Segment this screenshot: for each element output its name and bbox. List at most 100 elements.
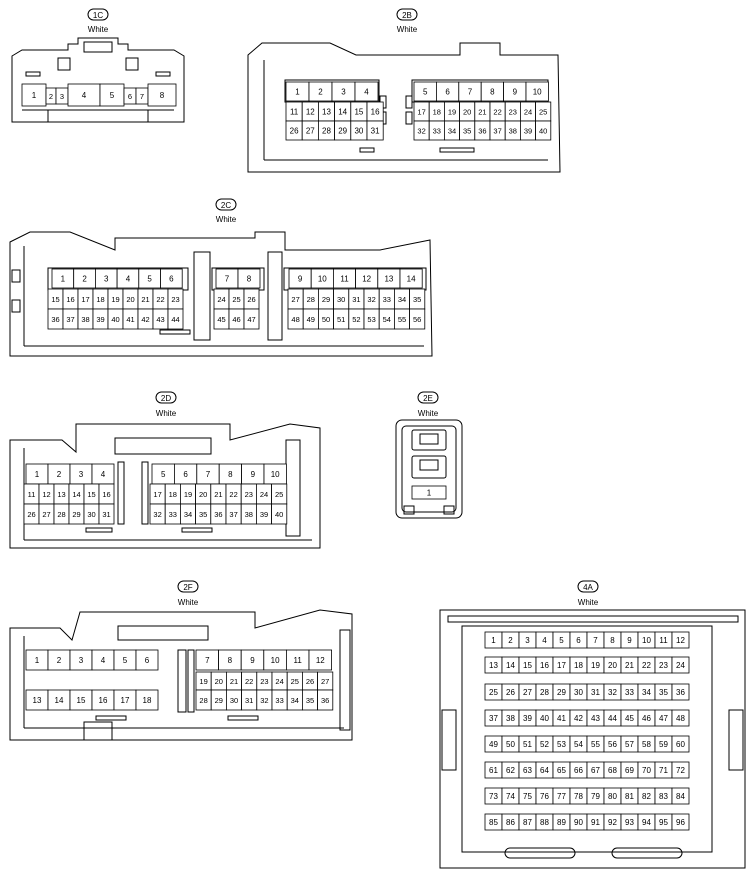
pin-number: 22 bbox=[245, 677, 253, 686]
pin-cavity-4: 4 bbox=[116, 268, 140, 289]
pin-number: 19 bbox=[448, 108, 456, 117]
pin-cavity-10: 10 bbox=[525, 81, 549, 102]
pin-number: 79 bbox=[591, 792, 600, 801]
pin-cavity-28: 28 bbox=[317, 120, 335, 141]
pin-cavity-24: 24 bbox=[213, 288, 230, 310]
pin-number: 21 bbox=[214, 490, 222, 499]
pin-cavity-32: 32 bbox=[256, 689, 273, 711]
pin-cavity-26: 26 bbox=[243, 288, 260, 310]
pin-number: 48 bbox=[291, 315, 299, 324]
pin-number: 32 bbox=[417, 127, 425, 136]
connector-color-label: White bbox=[156, 409, 177, 418]
pin-number: 44 bbox=[608, 714, 617, 723]
pin-cavity-24: 24 bbox=[520, 101, 537, 122]
pin-cavity-35: 35 bbox=[459, 120, 476, 141]
pin-cavity-7: 7 bbox=[215, 268, 239, 289]
pin-number: 29 bbox=[322, 295, 330, 304]
pin-cavity-6: 6 bbox=[569, 631, 588, 649]
pin-cavity-10: 10 bbox=[310, 268, 334, 289]
pin-number: 34 bbox=[398, 295, 406, 304]
pin-box bbox=[135, 649, 159, 671]
pin-number: 19 bbox=[591, 661, 600, 670]
pin-cavity-37: 37 bbox=[489, 120, 506, 141]
housing-detail bbox=[83, 721, 113, 741]
housing-detail bbox=[443, 505, 455, 515]
pin-cavity-1: 1 bbox=[411, 485, 447, 500]
pin-cavity-5: 5 bbox=[138, 268, 161, 289]
pin-number: 12 bbox=[362, 275, 371, 284]
pin-number: 67 bbox=[591, 766, 600, 775]
pin-number: 9 bbox=[250, 656, 255, 665]
pin-cavity-35: 35 bbox=[409, 288, 426, 310]
housing-detail bbox=[267, 251, 283, 341]
pin-cavity-79: 79 bbox=[586, 787, 605, 805]
pin-cavity-38: 38 bbox=[77, 308, 94, 330]
pin-number: 35 bbox=[306, 696, 314, 705]
pin-number: 27 bbox=[306, 127, 315, 136]
pin-number: 10 bbox=[271, 470, 280, 479]
pin-cavity-17: 17 bbox=[77, 288, 94, 310]
pin-cavity-40: 40 bbox=[535, 709, 554, 727]
pin-box bbox=[671, 787, 690, 805]
pin-number: 22 bbox=[156, 295, 164, 304]
pin-number: 4 bbox=[542, 636, 547, 645]
pin-cavity-73: 73 bbox=[484, 787, 503, 805]
pin-cavity-7: 7 bbox=[195, 649, 220, 671]
pin-cavity-19: 19 bbox=[179, 483, 196, 505]
pin-number: 42 bbox=[574, 714, 583, 723]
pin-number: 39 bbox=[260, 510, 268, 519]
pin-cavity-6: 6 bbox=[135, 649, 159, 671]
pin-cavity-5: 5 bbox=[413, 81, 437, 102]
pin-number: 27 bbox=[291, 295, 299, 304]
pin-number: 8 bbox=[247, 275, 252, 284]
pin-box bbox=[167, 308, 184, 330]
pin-cavity-4: 4 bbox=[354, 81, 379, 102]
pin-cavity-3: 3 bbox=[518, 631, 537, 649]
pin-number: 32 bbox=[608, 688, 617, 697]
housing-detail bbox=[155, 71, 171, 77]
connector-id-badge bbox=[155, 391, 177, 404]
pin-number: 15 bbox=[354, 108, 363, 117]
pin-number: 33 bbox=[383, 295, 391, 304]
pin-number: 32 bbox=[260, 696, 268, 705]
connector-id-badge bbox=[87, 8, 109, 21]
housing-detail bbox=[411, 455, 447, 479]
housing-detail bbox=[193, 251, 211, 341]
pin-box bbox=[98, 503, 115, 525]
pin-cavity-41: 41 bbox=[552, 709, 571, 727]
connector-id: 2E bbox=[423, 394, 433, 403]
pin-cavity-27: 27 bbox=[317, 671, 334, 691]
pin-cavity-16: 16 bbox=[62, 288, 79, 310]
pin-cavity-30: 30 bbox=[333, 288, 350, 310]
pin-cavity-91: 91 bbox=[586, 813, 605, 831]
pin-cavity-25: 25 bbox=[271, 483, 288, 505]
pin-number: 21 bbox=[625, 661, 634, 670]
housing-detail bbox=[177, 649, 187, 713]
pin-number: 90 bbox=[574, 818, 583, 827]
housing-detail bbox=[285, 439, 301, 537]
pin-cavity-11: 11 bbox=[285, 649, 310, 671]
pin-cavity-86: 86 bbox=[501, 813, 520, 831]
pin-cavity-9: 9 bbox=[240, 649, 265, 671]
pin-cavity-59: 59 bbox=[654, 735, 673, 753]
pin-number: 5 bbox=[559, 636, 564, 645]
pin-cavity-84: 84 bbox=[671, 787, 690, 805]
pin-cavity-50: 50 bbox=[501, 735, 520, 753]
pin-cavity-19: 19 bbox=[586, 656, 605, 674]
pin-number: 1 bbox=[32, 91, 37, 100]
pin-number: 89 bbox=[557, 818, 566, 827]
pin-cavity-7: 7 bbox=[586, 631, 605, 649]
pin-cavity-45: 45 bbox=[213, 308, 230, 330]
pin-cavity-51: 51 bbox=[518, 735, 537, 753]
pin-number: 2 bbox=[57, 656, 62, 665]
pin-cavity-17: 17 bbox=[552, 656, 571, 674]
pin-number: 22 bbox=[229, 490, 237, 499]
pin-number: 12 bbox=[316, 656, 325, 665]
pin-number: 56 bbox=[608, 740, 617, 749]
pin-number: 32 bbox=[153, 510, 161, 519]
pin-number: 27 bbox=[523, 688, 532, 697]
pin-cavity-29: 29 bbox=[552, 683, 571, 701]
